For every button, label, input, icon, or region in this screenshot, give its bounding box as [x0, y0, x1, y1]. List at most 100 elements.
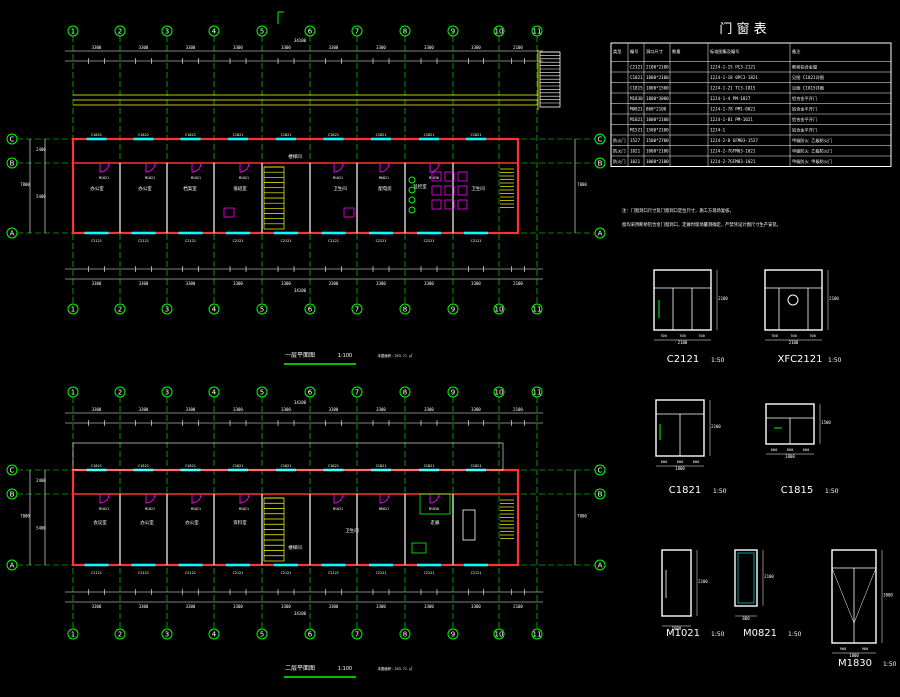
table-cell: 防火门	[613, 148, 626, 155]
table-cell: 12J4-1-18 0PC3-1821	[710, 75, 758, 80]
table-cell: M1521	[630, 128, 643, 133]
axis-label: 2	[118, 389, 122, 397]
row-label: B	[598, 160, 603, 168]
stair-outline	[263, 166, 285, 230]
detail-scale: 1:50	[883, 661, 897, 668]
window-tag: C2121	[281, 571, 292, 575]
detail-subdim: 600	[677, 460, 684, 464]
window-tag: C1821	[424, 133, 435, 137]
axis-label: 7	[355, 631, 359, 639]
stair-outline	[263, 497, 285, 562]
window-tag: C2121	[233, 239, 244, 243]
door-swing	[191, 493, 202, 504]
dimension-text: 3300	[233, 281, 243, 286]
detail-label: M1830	[838, 658, 872, 669]
room-label: 办公室	[140, 519, 154, 526]
detail-scale: 1:50	[788, 631, 802, 638]
row-label: A	[10, 230, 15, 238]
table-cell: 12J4-2-7GFM03-1021	[710, 159, 756, 164]
fixture	[462, 509, 476, 541]
dimension-text: 3300	[329, 604, 339, 609]
dimension-text: 3300	[186, 604, 196, 609]
axis-label: 8	[403, 306, 407, 314]
table-cell: M1830	[630, 96, 643, 101]
table-cell: 2100*2100	[646, 65, 669, 70]
axis-label: 7	[355, 28, 359, 36]
door-tag: M1021	[191, 176, 201, 180]
door-tag: M1021	[239, 507, 249, 511]
window-tag: C2121	[138, 571, 149, 575]
depth-text: 7800	[20, 182, 30, 187]
door-swing	[191, 162, 202, 173]
axis-label: 6	[308, 306, 313, 314]
door-tag: M1021	[239, 176, 249, 180]
axis-label: 1	[71, 306, 75, 314]
dimension-text: 3300	[233, 407, 243, 412]
detail-dim: 1800	[675, 466, 685, 471]
table-cell: 12J4-1-81 PM-1021	[710, 117, 753, 122]
window-tag: C2121	[281, 239, 292, 243]
axis-bubble	[304, 628, 316, 640]
axis-label: 6	[308, 389, 313, 397]
table-cell: 1800*1500	[646, 86, 669, 91]
detail-label: M1021	[666, 628, 700, 639]
window-tag: C1821	[138, 464, 149, 468]
window-tag: C1821	[471, 464, 482, 468]
vent	[787, 294, 799, 306]
detail-label: C2121	[667, 354, 699, 365]
table-cell: 铝合金平开门	[792, 95, 817, 102]
detail-subdim: 600	[787, 448, 794, 452]
table-header: 标准图集及编号	[710, 48, 739, 55]
table-cell: 1500*2100	[646, 128, 669, 133]
detail-subdim: 700	[809, 334, 816, 338]
window-tag: C2121	[328, 239, 339, 243]
toilet-fixture	[431, 185, 442, 196]
room-label: 办公室	[138, 185, 152, 192]
door-swing	[333, 162, 344, 173]
dimension-text: 3300	[424, 407, 434, 412]
door-tag: M1021	[145, 507, 155, 511]
door-swing	[99, 162, 110, 173]
dimension-text: 3300	[139, 45, 149, 50]
table-cell: 12J4-1-15 PC3-2121	[710, 65, 756, 70]
detail-subdim: 600	[693, 460, 700, 464]
dimension-text: 3300	[329, 281, 339, 286]
window-tag: C1821	[328, 464, 339, 468]
toilet-fixture	[457, 171, 468, 182]
toilet-fixture	[431, 199, 442, 210]
axis-label: 10	[495, 306, 504, 314]
window-tag: C2121	[233, 571, 244, 575]
room-label: 卫生间	[345, 527, 359, 534]
dimension-text: 3300	[424, 45, 434, 50]
detail-scale: 1:50	[711, 631, 725, 638]
fixture	[343, 207, 355, 218]
total-length-text: 34100	[294, 611, 307, 616]
fixture	[411, 542, 427, 554]
plan-title: 一层平面图	[285, 352, 315, 359]
detail-scale: 1:50	[711, 357, 725, 364]
table-cell: M1021	[630, 117, 643, 122]
window-tag: C1821	[233, 464, 244, 468]
dimension-text: 3300	[281, 604, 291, 609]
table-cell: 甲级防火 乙级防火门	[792, 148, 832, 155]
door-tag: M0821	[379, 176, 389, 180]
dimension-text: 2100	[513, 45, 523, 50]
window-tag: C1821	[91, 133, 102, 137]
row-label: A	[10, 562, 15, 570]
window-tag: C1821	[185, 464, 196, 468]
axis-label: 9	[451, 28, 455, 36]
axis-label: 6	[308, 28, 313, 36]
window-tag: C2121	[424, 239, 435, 243]
detail-dim: 1800	[785, 454, 795, 459]
axis-label: 3	[165, 389, 169, 397]
detail-dim: 2100	[829, 296, 839, 301]
window-tag: C1821	[471, 133, 482, 137]
washbasin	[408, 186, 416, 194]
detail-subdim: 600	[661, 460, 668, 464]
door-swing	[429, 493, 440, 504]
window-tag: C2121	[424, 571, 435, 575]
axis-label: 7	[355, 389, 359, 397]
table-cell: M0821	[630, 107, 643, 112]
axis-bubble	[531, 303, 543, 315]
